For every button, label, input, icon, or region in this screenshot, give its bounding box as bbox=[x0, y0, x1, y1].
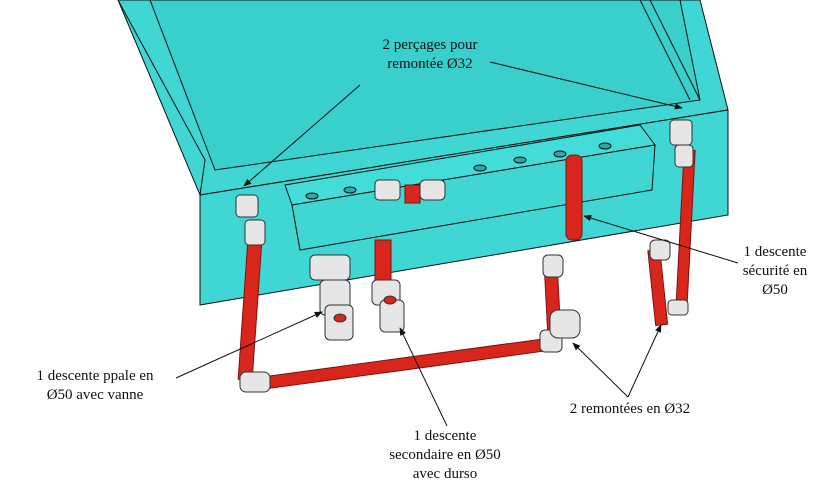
label-drill-holes: 2 perçages pour remontée Ø32 bbox=[355, 36, 505, 74]
bottom-horizontal-pipe bbox=[254, 337, 553, 391]
leader-drill-right bbox=[489, 61, 683, 110]
safety-descent-pipe bbox=[565, 154, 583, 241]
leader-secondary bbox=[399, 327, 448, 427]
label-main-descent: 1 descente ppale en Ø50 avec vanne bbox=[10, 367, 180, 405]
label-drill-holes-line-1: 2 perçages pour bbox=[382, 37, 478, 53]
label-main-line-2: Ø50 avec vanne bbox=[46, 387, 144, 403]
label-secondary-line-1: 1 descente bbox=[413, 428, 477, 444]
label-secondary-line-2: secondaire en Ø50 bbox=[389, 447, 501, 463]
leader-riser-1 bbox=[572, 342, 629, 398]
label-safety-line-2: sécurité en bbox=[742, 263, 808, 279]
label-safety-line-3: Ø50 bbox=[762, 282, 788, 298]
label-safety-descent: 1 descente sécurité en Ø50 bbox=[725, 243, 825, 300]
label-risers-line-1: 2 remontées en Ø32 bbox=[569, 401, 691, 417]
label-secondary-line-3: avec durso bbox=[412, 466, 478, 482]
leader-main bbox=[175, 311, 323, 379]
leader-drill-left bbox=[243, 84, 361, 187]
leader-safety bbox=[583, 215, 739, 264]
leader-lines bbox=[175, 61, 739, 427]
fittings bbox=[235, 119, 694, 393]
leader-riser-2 bbox=[627, 324, 662, 398]
label-risers: 2 remontées en Ø32 bbox=[540, 400, 720, 419]
label-main-line-1: 1 descente ppale en bbox=[36, 368, 154, 384]
label-drill-holes-line-2: remontée Ø32 bbox=[387, 56, 473, 72]
label-secondary-descent: 1 descente secondaire en Ø50 avec durso bbox=[370, 427, 520, 484]
label-safety-line-1: 1 descente bbox=[743, 244, 807, 260]
